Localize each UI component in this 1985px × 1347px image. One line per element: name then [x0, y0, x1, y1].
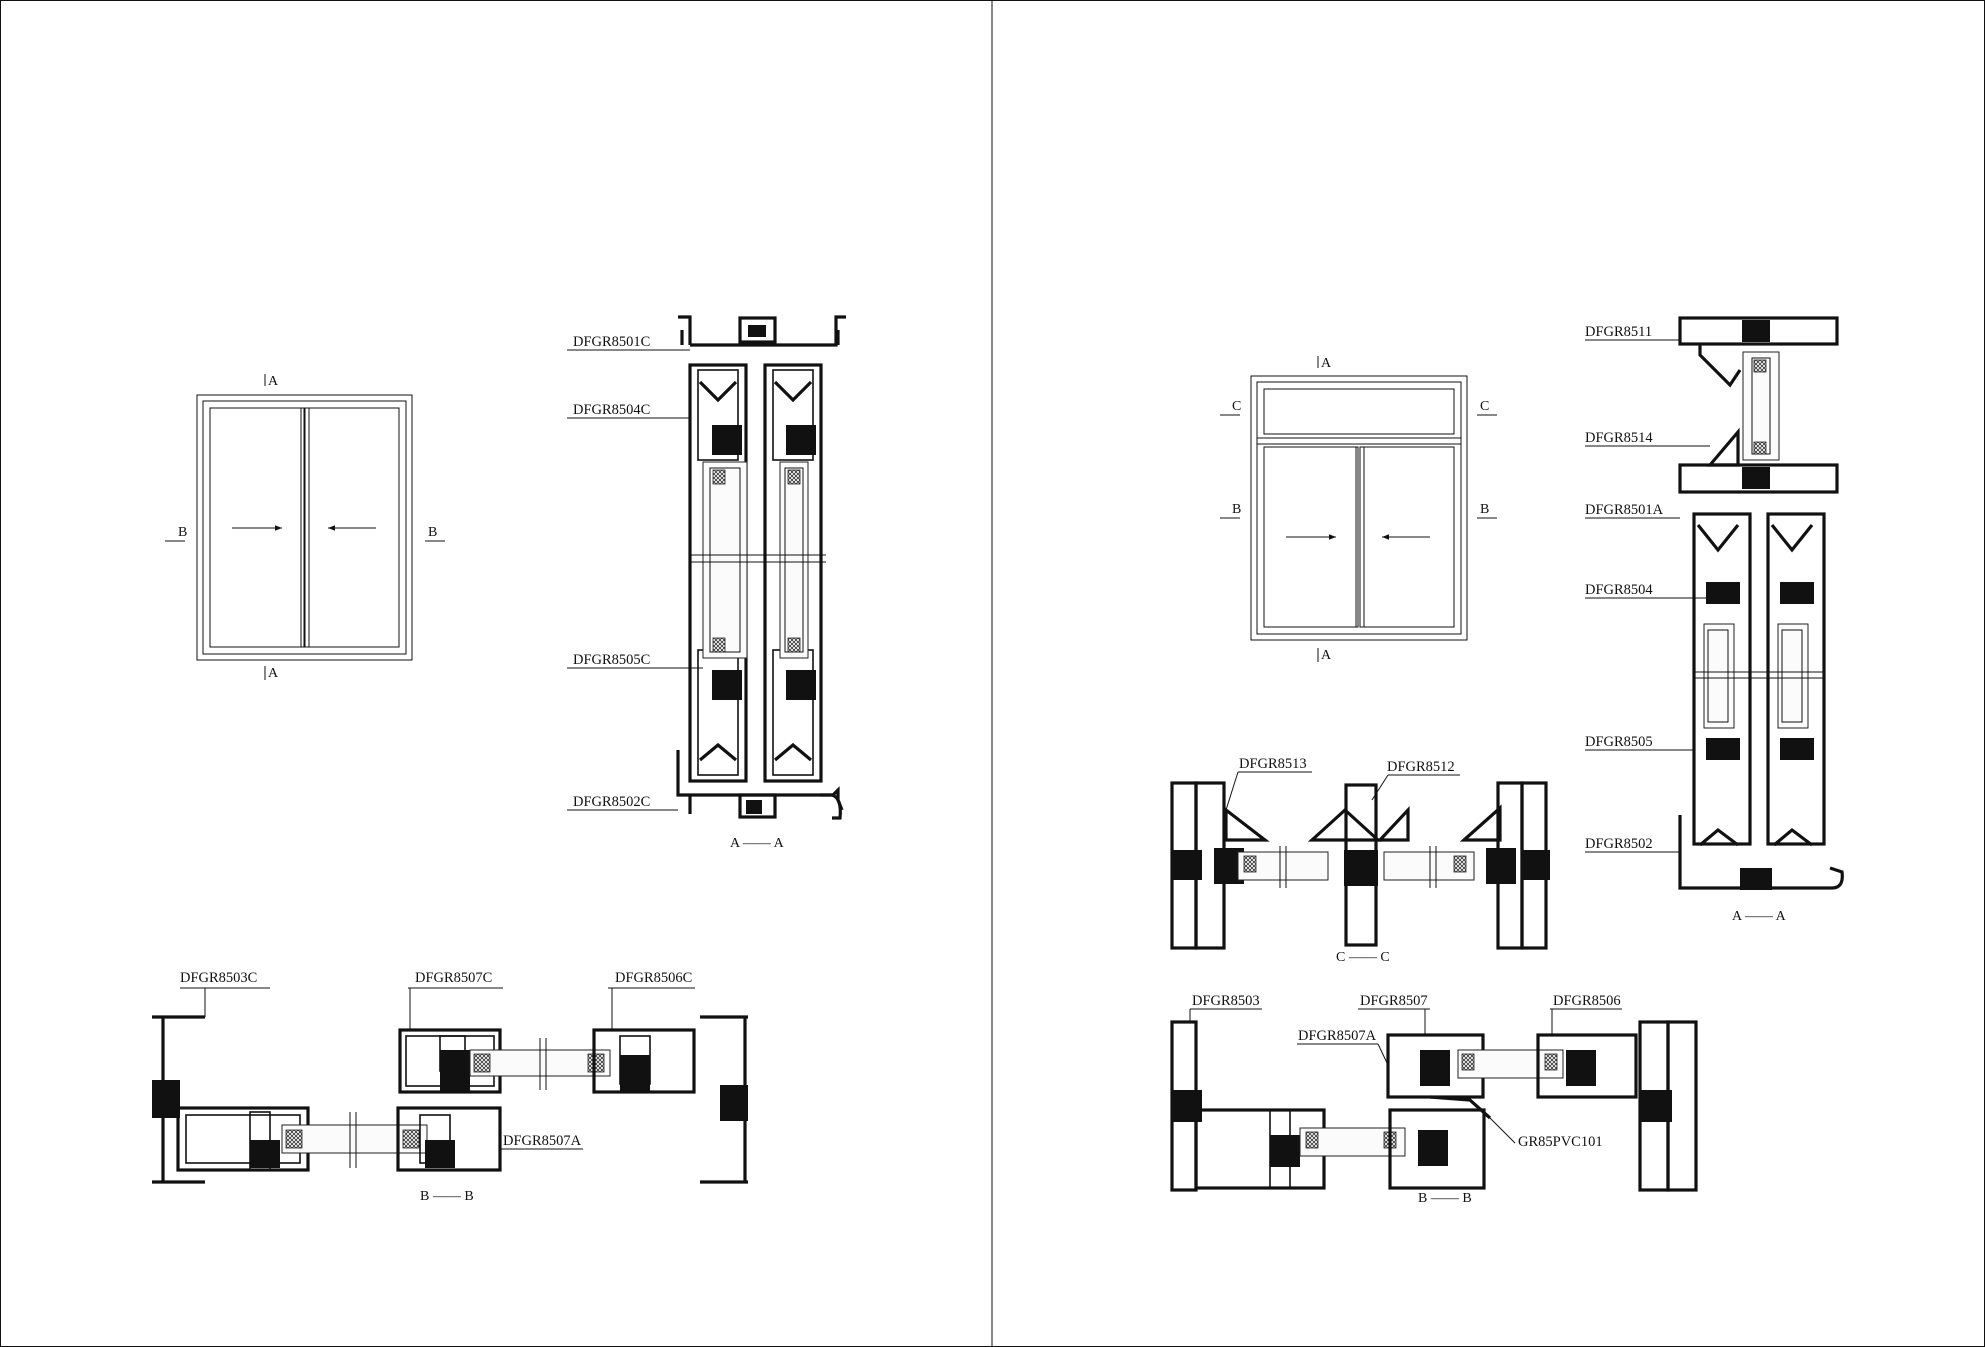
label-gr85pvc101: GR85PVC101	[1518, 1134, 1603, 1150]
left-elevation: A A B B	[165, 374, 445, 681]
label-dfgr8507: DFGR8507	[1360, 993, 1428, 1009]
label-dfgr8505c: DFGR8505C	[573, 652, 650, 668]
label-dfgr8513: DFGR8513	[1239, 756, 1307, 772]
section-mark-top: A	[268, 374, 279, 389]
caption-left-bb: B —— B	[420, 1189, 474, 1204]
right-elevation: A A C C B B	[1220, 356, 1497, 663]
section-mark-bottom: A	[268, 666, 279, 681]
label-dfgr8507c: DFGR8507C	[415, 970, 492, 986]
label-dfgr8505: DFGR8505	[1585, 734, 1653, 750]
section-mark-bottom: A	[1321, 648, 1332, 663]
label-dfgr8506c: DFGR8506C	[615, 970, 692, 986]
left-section-bb: DFGR8503C DFGR8507C DFGR8506C DFGR8507A …	[152, 970, 748, 1204]
label-dfgr8503c: DFGR8503C	[180, 970, 257, 986]
label-dfgr8507a: DFGR8507A	[1298, 1028, 1377, 1044]
label-dfgr8514: DFGR8514	[1585, 430, 1653, 446]
label-dfgr8503: DFGR8503	[1192, 993, 1260, 1009]
section-mark-right: B	[428, 525, 437, 540]
label-dfgr8512: DFGR8512	[1387, 759, 1455, 775]
section-mark-left-upper: C	[1232, 399, 1241, 414]
label-dfgr8501c: DFGR8501C	[573, 334, 650, 350]
label-dfgr8502: DFGR8502	[1585, 836, 1653, 852]
caption-right-aa: A —— A	[1732, 909, 1787, 924]
label-dfgr8504: DFGR8504	[1585, 582, 1653, 598]
caption-left-aa: A —— A	[730, 836, 785, 851]
caption-right-bb: B —— B	[1418, 1191, 1472, 1206]
right-section-aa: DFGR8511 DFGR8514 DFGR8501A DFGR8504 DFG…	[1585, 316, 1844, 924]
label-dfgr8501a: DFGR8501A	[1585, 502, 1664, 518]
section-mark-left: B	[178, 525, 187, 540]
left-section-aa: DFGR8501C DFGR8504C DFGR8505C DFGR8502C …	[567, 315, 846, 851]
label-dfgr8506: DFGR8506	[1553, 993, 1621, 1009]
label-dfgr8502c: DFGR8502C	[573, 794, 650, 810]
label-dfgr8504c: DFGR8504C	[573, 402, 650, 418]
section-mark-left: B	[1232, 502, 1241, 517]
label-dfgr8507a: DFGR8507A	[503, 1133, 582, 1149]
right-section-cc: DFGR8513 DFGR8512 C —— C	[1170, 756, 1550, 965]
section-mark-top: A	[1321, 356, 1332, 371]
section-mark-right: B	[1480, 502, 1489, 517]
label-dfgr8511: DFGR8511	[1585, 324, 1652, 340]
section-mark-right-upper: C	[1480, 399, 1489, 414]
right-section-bb: DFGR8503 DFGR8507 DFGR8506 DFGR8507A GR8…	[1170, 993, 1698, 1206]
caption-right-cc: C —— C	[1336, 950, 1390, 965]
